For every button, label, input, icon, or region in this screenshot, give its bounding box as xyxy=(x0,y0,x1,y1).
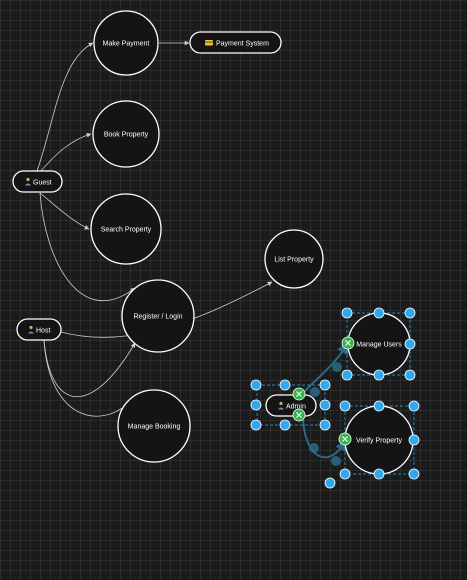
edge-guest-register-login[interactable] xyxy=(39,192,136,302)
resize-handle[interactable] xyxy=(373,400,385,412)
delete-connection-icon[interactable] xyxy=(338,432,352,446)
use-case-label: List Property xyxy=(274,257,314,264)
edge-admin-verify-property[interactable] xyxy=(302,417,347,459)
resize-handle[interactable] xyxy=(324,477,336,489)
user-icon xyxy=(25,177,31,186)
edge-waypoint-handle[interactable] xyxy=(309,443,319,453)
edge-waypoint-handle[interactable] xyxy=(310,387,320,397)
edge-waypoint-handle[interactable] xyxy=(331,456,341,466)
use-case-list-property[interactable]: List Property xyxy=(264,229,324,289)
edge-guest-book-property[interactable] xyxy=(39,132,92,173)
resize-handle[interactable] xyxy=(339,468,351,480)
use-case-label: Make Payment xyxy=(103,41,150,48)
delete-connection-icon[interactable] xyxy=(292,387,306,401)
delete-connection-icon[interactable] xyxy=(341,336,355,350)
edge-host-register-login[interactable] xyxy=(43,339,136,398)
use-case-manage-users[interactable]: Manage Users xyxy=(346,312,411,376)
edge-guest-make-payment[interactable] xyxy=(36,42,94,172)
use-case-book-property[interactable]: Book Property xyxy=(92,100,160,168)
resize-handle[interactable] xyxy=(341,369,353,381)
credit-card-icon xyxy=(205,40,213,46)
use-case-label: Search Property xyxy=(101,227,152,234)
resize-handle[interactable] xyxy=(408,434,420,446)
resize-handle[interactable] xyxy=(250,399,262,411)
use-case-label: Manage Booking xyxy=(128,424,181,431)
actor-guest[interactable]: Guest xyxy=(12,170,63,193)
edge-waypoint-handle[interactable] xyxy=(332,362,342,372)
use-case-label: Register / Login xyxy=(133,314,182,321)
edge-admin-manage-users[interactable] xyxy=(303,341,349,393)
delete-connection-icon[interactable] xyxy=(292,408,306,422)
resize-handle[interactable] xyxy=(373,369,385,381)
resize-handle[interactable] xyxy=(408,468,420,480)
use-case-make-payment[interactable]: Make Payment xyxy=(93,10,159,76)
use-case-register-login[interactable]: Register / Login xyxy=(121,279,195,353)
actor-label: Admin xyxy=(286,404,306,411)
user-icon xyxy=(278,401,284,410)
resize-handle[interactable] xyxy=(319,379,331,391)
use-case-search-property[interactable]: Search Property xyxy=(90,193,162,265)
use-case-verify-property[interactable]: Verify Property xyxy=(344,405,415,475)
resize-handle[interactable] xyxy=(279,419,291,431)
use-case-manage-booking[interactable]: Manage Booking xyxy=(117,389,191,463)
resize-handle[interactable] xyxy=(279,379,291,391)
actor-label: Guest xyxy=(33,180,52,187)
resize-handle[interactable] xyxy=(250,419,262,431)
actor-label: Host xyxy=(36,328,50,335)
edge-host-manage-booking[interactable] xyxy=(43,340,131,417)
resize-handle[interactable] xyxy=(319,399,331,411)
edge-guest-search-property[interactable] xyxy=(39,192,90,230)
resize-handle[interactable] xyxy=(404,307,416,319)
use-case-label: Manage Users xyxy=(356,342,402,349)
resize-handle[interactable] xyxy=(339,400,351,412)
resize-handle[interactable] xyxy=(373,468,385,480)
system-payment-system[interactable]: Payment System xyxy=(189,31,282,54)
resize-handle[interactable] xyxy=(404,369,416,381)
actor-host[interactable]: Host xyxy=(16,318,62,341)
user-icon xyxy=(28,325,34,334)
resize-handle[interactable] xyxy=(373,307,385,319)
resize-handle[interactable] xyxy=(341,307,353,319)
resize-handle[interactable] xyxy=(404,338,416,350)
resize-handle[interactable] xyxy=(250,379,262,391)
use-case-label: Book Property xyxy=(104,132,149,139)
selection-handles xyxy=(250,307,420,489)
resize-handle[interactable] xyxy=(319,419,331,431)
system-label: Payment System xyxy=(216,41,269,48)
resize-handle[interactable] xyxy=(408,400,420,412)
use-case-label: Verify Property xyxy=(356,438,402,445)
